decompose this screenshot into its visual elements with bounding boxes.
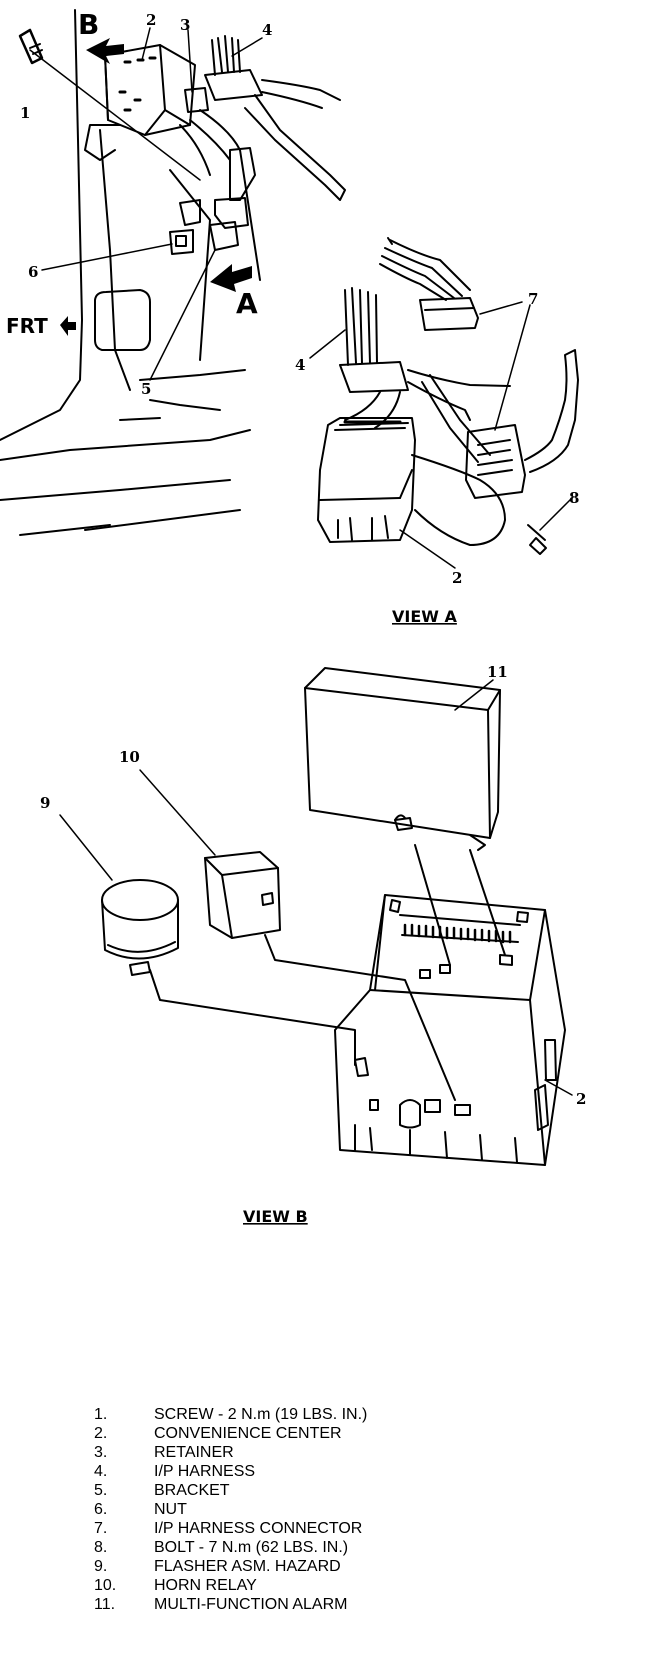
callout-4: 4: [262, 21, 272, 39]
legend-number: 10.: [94, 1577, 117, 1594]
view-b-callout-2: 2: [576, 1090, 586, 1108]
legend-text: HORN RELAY: [154, 1577, 257, 1594]
legend-item: 7. I/P HARNESS CONNECTOR: [94, 1519, 614, 1538]
legend-number: 4.: [94, 1463, 108, 1480]
arrow-a-icon: [210, 264, 252, 292]
view-a-callout-7: 7: [528, 290, 538, 308]
legend-item: 10. HORN RELAY: [94, 1576, 614, 1595]
legend-text: FLASHER ASM. HAZARD: [154, 1558, 341, 1575]
legend-item: 6. NUT: [94, 1500, 614, 1519]
arrow-b-icon: [86, 38, 124, 64]
legend-number: 6.: [94, 1501, 108, 1518]
callout-3: 3: [180, 16, 190, 34]
diagram-labels: B A FRT 1 2 3 4 5 6 4 7 8 2 11 10 9 2 VI…: [6, 8, 586, 1226]
legend-item: 2. CONVENIENCE CENTER: [94, 1424, 614, 1443]
legend-number: 2.: [94, 1425, 108, 1442]
legend-number: 1.: [94, 1406, 108, 1423]
view-b-callout-9: 9: [40, 794, 50, 812]
view-b-illustration: [101, 667, 566, 1166]
view-a-callout-8: 8: [569, 489, 579, 507]
legend-item: 9. FLASHER ASM. HAZARD: [94, 1557, 614, 1576]
view-a-letter: A: [236, 287, 258, 320]
legend-item: 5. BRACKET: [94, 1481, 614, 1500]
legend-item: 8. BOLT - 7 N.m (62 LBS. IN.): [94, 1538, 614, 1557]
view-b-leaders: [59, 679, 573, 1096]
callout-5: 5: [141, 380, 151, 398]
view-b-letter: B: [78, 8, 99, 41]
view-b-callout-11: 11: [487, 663, 508, 681]
legend-text: I/P HARNESS: [154, 1463, 256, 1480]
legend-number: 11.: [94, 1596, 116, 1613]
view-a-illustration: [317, 237, 579, 555]
legend-number: 5.: [94, 1482, 108, 1499]
legend-item: 4. I/P HARNESS: [94, 1462, 614, 1481]
legend-text: BOLT - 7 N.m (62 LBS. IN.): [154, 1539, 349, 1556]
legend-number: 3.: [94, 1444, 108, 1461]
view-a-title: VIEW A: [392, 607, 457, 626]
callout-1: 1: [20, 104, 30, 122]
legend-text: BRACKET: [154, 1482, 230, 1499]
legend-item: 11. MULTI-FUNCTION ALARM: [94, 1595, 614, 1614]
front-label: FRT: [6, 314, 48, 338]
parts-legend: 1. SCREW - 2 N.m (19 LBS. IN.) 2. CONVENIEN…: [94, 1405, 614, 1614]
overview-illustration: [0, 9, 346, 536]
legend-number: 7.: [94, 1520, 108, 1537]
legend-number: 8.: [94, 1539, 108, 1556]
legend-text: NUT: [154, 1501, 187, 1518]
view-a-callout-2: 2: [452, 569, 462, 587]
legend-text: I/P HARNESS CONNECTOR: [154, 1520, 363, 1537]
legend-item: 3. RETAINER: [94, 1443, 614, 1462]
view-a-leaders: [309, 301, 573, 569]
legend-number: 9.: [94, 1558, 108, 1575]
frt-arrow-icon: [60, 316, 76, 336]
legend-text: SCREW - 2 N.m (19 LBS. IN.): [154, 1406, 368, 1423]
legend-item: 1. SCREW - 2 N.m (19 LBS. IN.): [94, 1405, 614, 1424]
view-b-title: VIEW B: [243, 1207, 308, 1226]
callout-6: 6: [28, 263, 38, 281]
legend-text: MULTI-FUNCTION ALARM: [154, 1596, 348, 1613]
legend-text: CONVENIENCE CENTER: [154, 1425, 342, 1442]
view-a-callout-4: 4: [295, 356, 305, 374]
view-b-callout-10: 10: [119, 748, 140, 766]
legend-text: RETAINER: [154, 1444, 234, 1461]
view-arrows: [60, 38, 252, 336]
callout-2: 2: [146, 11, 156, 29]
overview-leaders: [29, 27, 263, 381]
